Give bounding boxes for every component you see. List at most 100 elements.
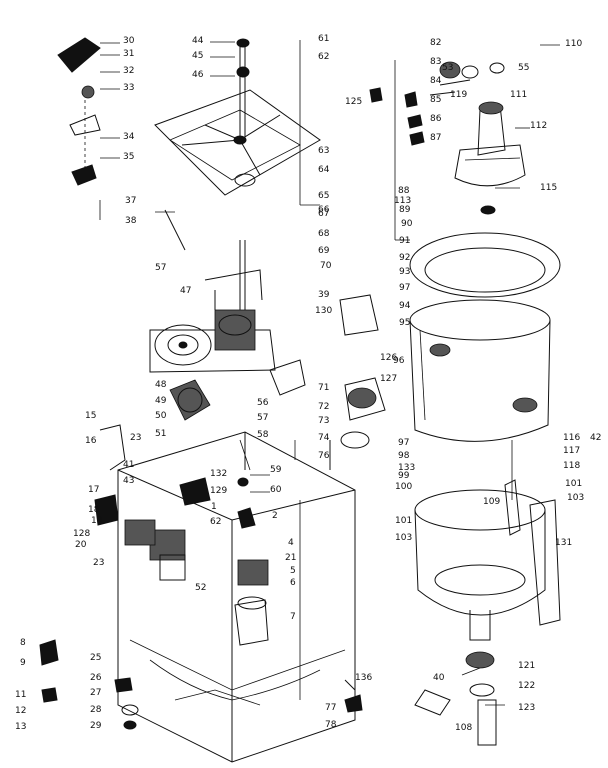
part-label-58: 58 — [257, 430, 269, 440]
part-label-92: 92 — [399, 253, 410, 263]
part-label-109: 109 — [483, 497, 500, 507]
part-label-11: 11 — [15, 690, 26, 700]
part-label-112: 112 — [530, 121, 547, 131]
part-label-93: 93 — [399, 267, 410, 277]
part-label-117: 117 — [563, 446, 580, 456]
part-label-121: 121 — [518, 661, 535, 671]
part-label-46: 46 — [192, 70, 204, 80]
motor-drawing — [269, 294, 386, 470]
part-label-23: 23 — [93, 558, 104, 568]
drive-assembly-drawing — [149, 240, 276, 373]
part-label-30: 30 — [123, 36, 135, 46]
part-label-91: 91 — [399, 236, 410, 246]
part-label-61: 61 — [318, 34, 329, 44]
part-label-60: 60 — [270, 485, 282, 495]
leader-lines — [99, 40, 560, 706]
part-label-56: 56 — [257, 398, 269, 408]
part-label-126: 126 — [380, 353, 397, 363]
part-label-99: 99 — [398, 471, 410, 481]
part-label-7: 7 — [290, 612, 296, 622]
part-label-119: 119 — [450, 90, 467, 100]
part-label-21: 21 — [285, 553, 296, 563]
part-label-2: 2 — [272, 511, 278, 521]
small-parts-left — [39, 37, 363, 730]
part-label-86: 86 — [430, 114, 442, 124]
part-label-57: 57 — [257, 413, 268, 423]
part-label-53: 53 — [442, 63, 453, 73]
part-label-101: 101 — [395, 516, 412, 526]
part-label-84: 84 — [430, 76, 442, 86]
part-label-103: 103 — [567, 493, 584, 503]
part-label-73: 73 — [318, 416, 329, 426]
part-label-29: 29 — [90, 721, 102, 731]
part-label-127: 127 — [380, 374, 397, 384]
part-label-28: 28 — [90, 705, 102, 715]
part-label-71: 71 — [318, 383, 329, 393]
part-label-118: 118 — [563, 461, 580, 471]
part-label-8: 8 — [20, 638, 26, 648]
part-label-108: 108 — [455, 723, 472, 733]
part-label-62: 62 — [210, 517, 221, 527]
part-label-116: 116 — [563, 433, 580, 443]
part-label-20: 20 — [75, 540, 87, 550]
part-label-129: 129 — [210, 486, 227, 496]
part-label-48: 48 — [155, 380, 167, 390]
part-label-19: 19 — [91, 516, 103, 526]
part-label-95: 95 — [399, 318, 410, 328]
part-label-35: 35 — [123, 152, 134, 162]
part-label-51: 51 — [155, 429, 166, 439]
part-label-57: 57 — [155, 263, 166, 273]
part-label-62: 62 — [318, 52, 329, 62]
part-label-128: 128 — [73, 529, 90, 539]
part-label-77: 77 — [325, 703, 336, 713]
part-label-1: 1 — [211, 502, 217, 512]
part-label-76: 76 — [318, 451, 330, 461]
part-label-97: 97 — [399, 283, 410, 293]
part-label-55: 55 — [518, 63, 529, 73]
part-label-122: 122 — [518, 681, 535, 691]
part-label-136: 136 — [355, 673, 372, 683]
part-label-6: 6 — [290, 578, 296, 588]
part-label-132: 132 — [210, 469, 227, 479]
part-label-63: 63 — [318, 146, 329, 156]
part-label-33: 33 — [123, 83, 134, 93]
part-label-131: 131 — [555, 538, 572, 548]
part-number-labels: 1245678911121315161718192021232526272829… — [15, 34, 601, 733]
part-label-31: 31 — [123, 49, 134, 59]
part-label-111: 111 — [510, 90, 527, 100]
part-label-89: 89 — [399, 205, 411, 215]
part-label-66: 66 — [318, 205, 330, 215]
tub-drawing — [409, 232, 561, 746]
part-label-113: 113 — [394, 196, 411, 206]
part-label-59: 59 — [270, 465, 282, 475]
part-label-44: 44 — [192, 36, 204, 46]
part-label-37: 37 — [125, 196, 136, 206]
part-label-87: 87 — [430, 133, 441, 143]
part-label-94: 94 — [399, 301, 411, 311]
part-label-90: 90 — [401, 219, 413, 229]
part-label-101: 101 — [565, 479, 582, 489]
part-label-52: 52 — [195, 583, 206, 593]
part-label-39: 39 — [318, 290, 330, 300]
part-label-100: 100 — [395, 482, 412, 492]
part-label-16: 16 — [85, 436, 97, 446]
part-label-64: 64 — [318, 165, 330, 175]
part-label-70: 70 — [320, 261, 332, 271]
part-label-26: 26 — [90, 673, 102, 683]
part-label-133: 133 — [398, 463, 415, 473]
part-label-41: 41 — [123, 460, 134, 470]
part-label-123: 123 — [518, 703, 535, 713]
part-label-17: 17 — [88, 485, 99, 495]
part-label-67: 67 — [318, 209, 329, 219]
part-label-83: 83 — [430, 57, 441, 67]
part-label-74: 74 — [318, 433, 330, 443]
part-label-43: 43 — [123, 476, 134, 486]
part-label-42: 42 — [590, 433, 601, 443]
part-label-38: 38 — [125, 216, 137, 226]
part-label-12: 12 — [15, 706, 26, 716]
part-label-130: 130 — [315, 306, 332, 316]
part-label-98: 98 — [398, 451, 410, 461]
part-label-25: 25 — [90, 653, 101, 663]
part-label-85: 85 — [430, 95, 441, 105]
